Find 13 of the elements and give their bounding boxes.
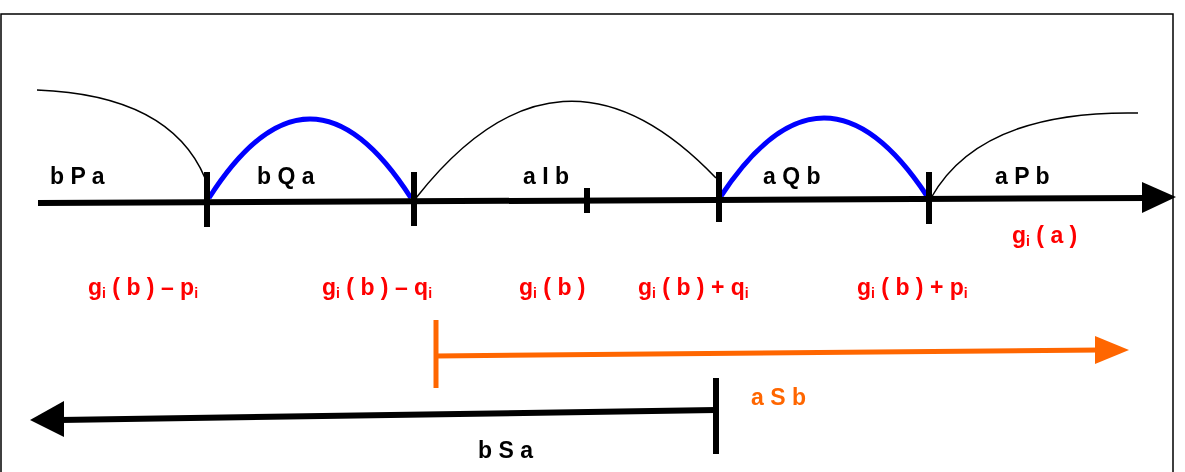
range-label: b S a: [478, 437, 533, 463]
range-label: a S b: [751, 384, 806, 410]
threshold-label: g$_{i}$ ( b ) + q$_{i}$: [638, 274, 749, 303]
value-label: g$_{i}$ ( a ): [1012, 222, 1078, 251]
region-label: a P b: [995, 163, 1050, 189]
region-label: a I b: [523, 163, 569, 189]
threshold-label: g$_{i}$ ( b ) + p$_{i}$: [857, 274, 968, 303]
region-label: a Q b: [763, 163, 821, 189]
region-label: b Q a: [257, 163, 315, 189]
threshold-label: g$_{i}$ ( b ): [519, 274, 586, 303]
region-label: b P a: [50, 163, 105, 189]
threshold-label: g$_{i}$ ( b ) – q$_{i}$: [322, 274, 432, 303]
threshold-label: g$_{i}$ ( b ) – p$_{i}$: [88, 274, 198, 303]
